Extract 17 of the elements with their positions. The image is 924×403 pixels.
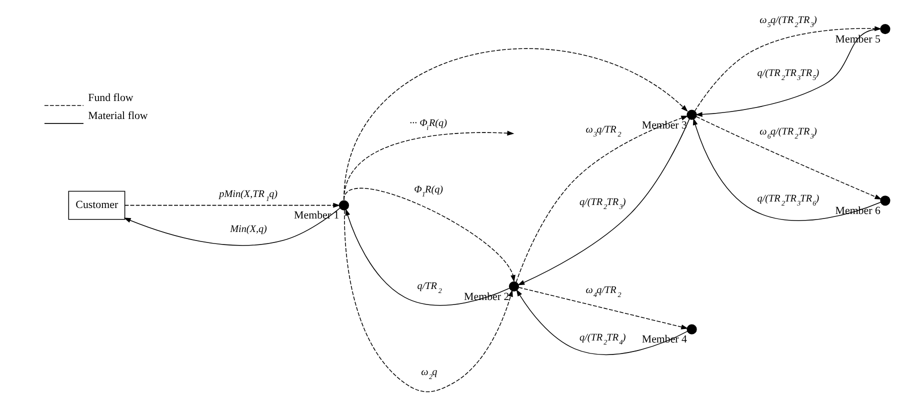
edge-label: ω$_{4}$q/TR$_{2}$: [585, 284, 621, 299]
edge-label: q/(TR$_{2}$TR$_{3}$TR$_{6}$): [756, 194, 819, 208]
edge-label: q/(TR$_{2}$TR$_{3}$): [578, 196, 626, 211]
edge-label: ω$_{3}$q/TR$_{2}$: [585, 124, 621, 138]
edge-label: ω$_{2}$q: [420, 366, 437, 381]
edge-label: Min(X,q): [230, 224, 266, 236]
edge-label: q/TR$_{2}$: [416, 281, 442, 296]
edge-label: pMin(X,TR$_{1}$q): [218, 189, 278, 204]
edge-label: q/(TR$_{2}$TR$_{3}$TR$_{5}$): [756, 68, 819, 82]
legend-label: Fund flow: [88, 92, 133, 104]
edge-label: ··· Φ$_{i}$R(q): [408, 118, 446, 132]
edge-label: ω$_{5}$q/(TR$_{2}$TR$_{3}$): [759, 15, 816, 30]
edge-label: Φ$_{1}$R(q): [414, 184, 443, 198]
edge-label: ω$_{6}$q/(TR$_{2}$TR$_{3}$): [759, 126, 816, 141]
edge-label: q/(TR$_{2}$TR$_{4}$): [578, 332, 626, 347]
node-label: Member 1: [294, 210, 339, 222]
legend-label: Material flow: [88, 110, 148, 122]
